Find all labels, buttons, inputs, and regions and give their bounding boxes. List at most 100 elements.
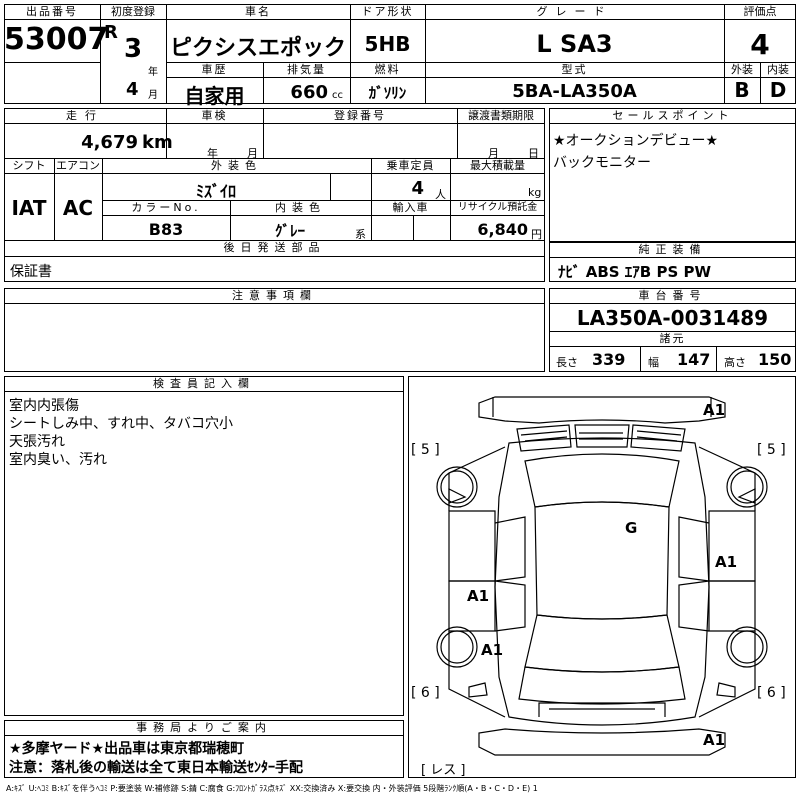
inspector-block: [4, 376, 404, 716]
month-unit: 月: [148, 90, 158, 101]
fuel-label: 燃料: [374, 63, 401, 76]
capacity-label: 乗車定員: [386, 159, 435, 172]
tire-rear-left: [ 6 ]: [411, 685, 440, 701]
damage-diagram: A1 G A1 A1 A1 A1 [ 5 ] [ 5 ] [ 6 ] [ 6 ]…: [408, 376, 796, 778]
transfer-day-unit: 日: [528, 147, 539, 160]
equipment-label: 純正装備: [638, 243, 707, 256]
width-label: 幅: [648, 356, 659, 369]
door-type: 5HB: [364, 32, 411, 56]
int-color-unit: 系: [355, 228, 366, 241]
dims-label: 諸元: [659, 332, 686, 345]
lot-label: 出品番号: [26, 5, 78, 18]
year-unit: 年: [148, 67, 158, 78]
damage-front-bumper: A1: [703, 401, 726, 419]
chassis-block: [549, 288, 796, 372]
displacement-unit: cc: [332, 90, 343, 101]
height-label: 高さ: [724, 356, 746, 369]
chassis-label: 車台番号: [638, 289, 707, 302]
score-label: 評価点: [743, 5, 777, 18]
length-label: 長さ: [556, 356, 578, 369]
interior-grade: D: [769, 78, 787, 102]
displacement-label: 排気量: [287, 63, 326, 76]
mileage-label: 走行: [66, 109, 104, 122]
model-label: 型式: [561, 63, 588, 76]
mileage-unit: km: [142, 132, 173, 153]
exterior-grade: B: [734, 78, 750, 102]
recycle-fee: 6,840: [477, 220, 528, 239]
ext-color: ﾐｽﾞｲﾛ: [195, 182, 236, 201]
office-block: [4, 720, 404, 778]
shift-label: シフト: [12, 159, 46, 172]
max-load-label: 最大積載量: [470, 159, 525, 172]
width: 147: [677, 350, 711, 369]
ac-label: エアコン: [56, 159, 100, 172]
ext-color-label: 外装色: [211, 159, 262, 172]
sales-point-line-2: バックモニター: [553, 155, 651, 171]
displacement: 660: [290, 82, 328, 103]
height: 150: [758, 350, 792, 369]
color-no-label: カラーNo.: [131, 201, 201, 214]
int-color-label: 内装色: [275, 201, 326, 214]
header-block: [4, 4, 796, 104]
legend: A:ｷｽﾞ U:ﾍｺﾐ B:ｷｽﾞを伴うﾍｺﾐ P:要塗装 W:補修跡 S:錆 …: [6, 784, 538, 793]
import-label: 輸入車: [392, 201, 429, 214]
inspector-label: 検査員記入欄: [153, 377, 255, 390]
inspector-line-1: 室内内張傷: [9, 398, 79, 414]
capacity: 4: [411, 178, 424, 199]
damage-rear-bumper: A1: [703, 731, 726, 749]
shift: IAT: [11, 196, 47, 220]
office-line-1: ★多摩ヤード★出品車は東京都瑞穂町: [9, 741, 245, 757]
first-reg-label: 初度登録: [111, 5, 155, 18]
first-reg-month: 4: [126, 79, 139, 100]
vehicle-detail-block: [4, 108, 545, 282]
mileage: 4,679: [81, 132, 138, 153]
lot-number: 53007: [4, 22, 109, 57]
damage-left-door: A1: [467, 587, 490, 605]
tire-front-right: [ 5 ]: [757, 442, 786, 458]
first-reg-year: 3: [124, 34, 143, 64]
inspection-year-unit: 年: [207, 147, 218, 160]
car-name: ピクシスエポック: [169, 36, 346, 61]
interior-label: 内装: [767, 63, 789, 76]
damage-left-rear: A1: [481, 641, 504, 659]
grade-label: グレード: [536, 5, 613, 18]
sales-point-line-1: ★オークションデビュー★: [553, 133, 719, 149]
inspector-line-2: シートしみ中、すれ中、タバコ穴小: [9, 416, 233, 432]
office-label: 事務局よりご案内: [136, 721, 272, 734]
chassis-number: LA350A-0031489: [576, 306, 769, 330]
inspector-line-4: 室内臭い、汚れ: [9, 452, 107, 468]
damage-roof: G: [625, 519, 638, 537]
car-outline-diagram: [436, 396, 768, 756]
exterior-label: 外装: [731, 63, 753, 76]
score: 4: [750, 28, 770, 61]
capacity-unit: 人: [435, 188, 446, 201]
equipment-block: [549, 242, 796, 282]
grade: L SA3: [536, 30, 613, 58]
sales-point-label: セールスポイント: [612, 109, 733, 122]
inspection-label: 車検: [201, 109, 228, 122]
model-code: 5BA-LA350A: [512, 81, 637, 102]
later-parts: 保証書: [10, 264, 52, 280]
era: R: [104, 22, 118, 43]
equipment: ﾅﾋﾞ ABS ｴｱB PS PW: [558, 263, 712, 281]
damage-right-door: A1: [715, 553, 738, 571]
int-color: ｸﾞﾚｰ: [274, 222, 305, 240]
history-label: 車歴: [201, 63, 228, 76]
max-load-unit: kg: [528, 186, 542, 199]
recycle-unit: 円: [531, 228, 542, 241]
spare-tire: [ レス ]: [421, 763, 466, 778]
length: 339: [592, 350, 626, 369]
recycle-label: リサイクル預託金: [457, 202, 538, 213]
door-label: ドア形状: [361, 5, 414, 18]
transfer-docs-label: 譲渡書類期限: [468, 109, 534, 122]
later-parts-label: 後日発送部品: [223, 241, 326, 254]
notes-label: 注意事項欄: [232, 289, 317, 302]
notes-block: [4, 288, 545, 372]
inspector-line-3: 天張汚れ: [9, 434, 65, 450]
fuel: ｶﾞｿﾘﾝ: [368, 84, 407, 102]
sales-point-block: [549, 108, 796, 242]
car-name-label: 車名: [245, 5, 271, 18]
office-line-2: 注意：落札後の輸送は全て東日本輸送ｾﾝﾀｰ手配: [9, 760, 303, 776]
air-conditioner: AC: [62, 196, 94, 220]
inspection-month-unit: 月: [247, 147, 258, 160]
